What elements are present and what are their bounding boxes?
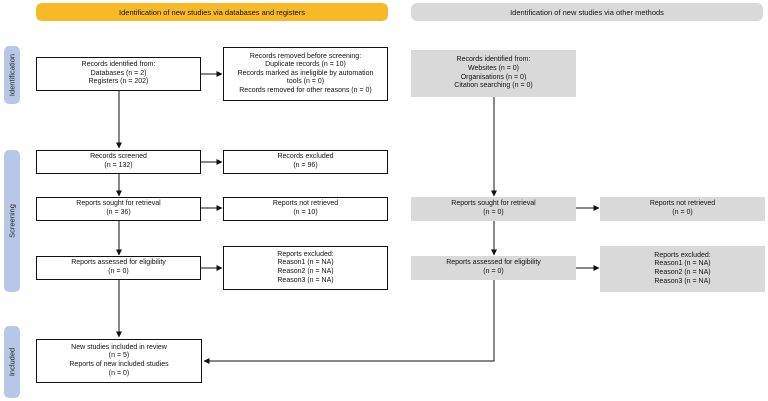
box-text-line: Reports excluded: (277, 250, 334, 258)
box-text-line: Records removed before screening: (249, 52, 362, 60)
box-text-line: Reason3 (n = NA) (654, 277, 711, 285)
box-text-line: Reports sought for retrieval (76, 200, 161, 208)
other-reports-assessed-box: Reports assessed for eligibility(n = 0) (411, 256, 576, 280)
box-text-line: Records excluded (277, 153, 334, 161)
box-text-line: (n = 0) (108, 268, 129, 275)
box-text-line: Reports assessed for eligibility (446, 259, 541, 267)
box-text-line: (n = 5) (108, 352, 130, 360)
header-databases-registers: Identification of new studies via databa… (36, 3, 388, 21)
box-text-line: Reports excluded: (654, 251, 711, 259)
box-text-line: Records identified from: (81, 61, 156, 69)
other-reports-excluded-box: Reports excluded:Reason1 (n = NA)Reason2… (600, 246, 765, 292)
box-text-line: (n = 132) (104, 162, 133, 169)
box-text-line: (n = 36) (106, 209, 131, 216)
box-text-line: Records identified from: (456, 56, 531, 64)
reports-assessed-box: Reports assessed for eligibility(n = 0) (36, 256, 201, 280)
box-text-line: (n = 96) (293, 162, 318, 169)
arrow-other-assessed-to-included (203, 280, 495, 364)
reports-excluded-box: Reports excluded:Reason1 (n = NA)Reason2… (223, 246, 388, 290)
box-text-line: Websites (n = 0) (467, 64, 520, 72)
box-text-line: (n = 0) (672, 209, 693, 216)
box-text-line: Citation searching (n = 0) (454, 82, 533, 90)
other-records-identified-box: Records identified from:Websites (n = 0)… (411, 50, 576, 97)
phase-screening: Screening (4, 150, 20, 292)
box-text-line: (n = 10) (293, 209, 318, 216)
box-text-line: Reason2 (n = NA) (654, 269, 711, 276)
box-text-line: tools (n = 0) (286, 78, 325, 86)
reports-sought-box: Reports sought for retrieval(n = 36) (36, 197, 201, 221)
header-other-methods: Identification of new studies via other … (411, 3, 763, 21)
box-text-line: Duplicate records (n = 10) (265, 61, 346, 69)
reports-not-retrieved-box: Reports not retrieved(n = 10) (223, 197, 388, 221)
phase-included: Included (4, 326, 20, 398)
records-identified-box: Records identified from:Databases (n = 2… (36, 57, 201, 91)
box-text-line: Reason1 (n = NA) (654, 260, 711, 268)
box-text-line: (n = 0) (483, 209, 504, 216)
box-text-line: Records removed for other reasons (n = 0… (239, 86, 372, 94)
box-text-line: (n = 0) (483, 268, 504, 275)
other-reports-not-retrieved-box: Reports not retrieved(n = 0) (600, 197, 765, 221)
records-screened-box: Records screened(n = 132) (36, 150, 201, 174)
box-text-line: New studies included in review (71, 343, 167, 351)
records-removed-box: Records removed before screening:Duplica… (223, 47, 388, 101)
box-text-line: (n = 0) (108, 369, 130, 377)
box-text-line: Reports sought for retrieval (451, 200, 536, 208)
records-excluded-box: Records excluded(n = 96) (223, 150, 388, 174)
box-text-line: Reason3 (n = NA) (277, 276, 334, 284)
studies-included-box: New studies included in review(n = 5)Rep… (36, 339, 202, 383)
phase-identification: Identification (4, 46, 20, 104)
box-text-line: Registers (n = 202) (88, 78, 149, 86)
box-text-line: Reports not retrieved (649, 200, 716, 208)
other-reports-sought-box: Reports sought for retrieval(n = 0) (411, 197, 576, 221)
box-text-line: Records screened (90, 153, 147, 161)
box-text-line: Databases (n = 2) (90, 69, 147, 77)
box-text-line: Reason1 (n = NA) (277, 259, 334, 267)
box-text-line: Reports of new included studies (69, 361, 169, 368)
box-text-line: Organisations (n = 0) (460, 73, 527, 81)
box-text-line: Reports not retrieved (272, 200, 339, 208)
box-text-line: Reports assessed for eligibility (71, 259, 166, 267)
box-text-line: Reason2 (n = NA) (277, 268, 334, 275)
box-text-line: Records marked as ineligible by automati… (237, 69, 374, 77)
